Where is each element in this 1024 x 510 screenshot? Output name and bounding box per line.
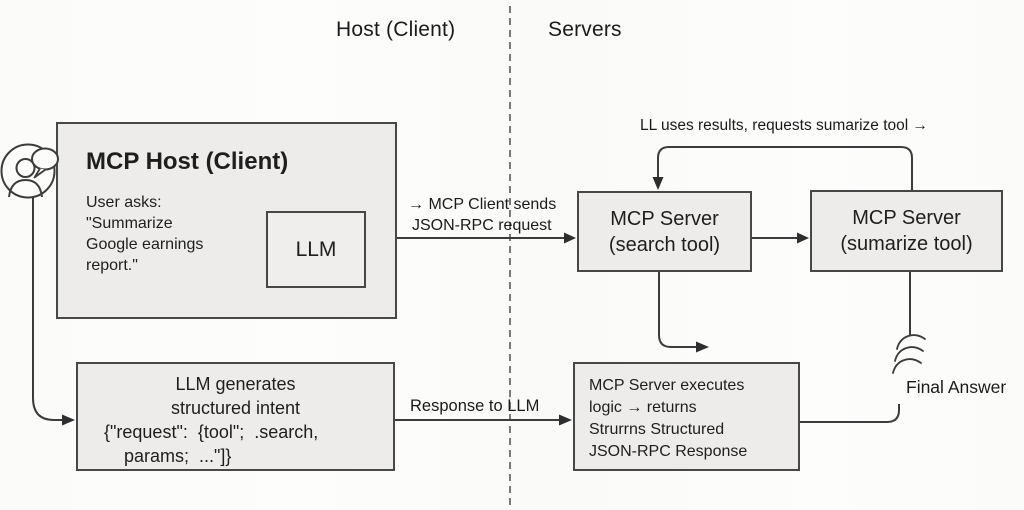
host-body-line-1: User asks:	[86, 194, 162, 211]
uses-results-loop-arrow	[652, 146, 913, 190]
search-server-line-1: MCP Server	[610, 207, 719, 230]
client-sends-label-line-2: JSON-RPC request	[412, 217, 552, 234]
llm-box: LLM	[266, 211, 366, 288]
response-to-llm-label: Response to LLM	[410, 397, 540, 415]
summarize-server-line-1: MCP Server	[852, 207, 961, 229]
search-to-summarize-arrow	[752, 232, 809, 244]
executes-to-final-answer-line	[800, 404, 900, 423]
intent-line-2: structured intent	[170, 398, 301, 418]
executes-line-2: logic → returns	[589, 399, 697, 416]
servers-zone-title: Servers	[548, 18, 622, 41]
executes-line-4: JSON-RPC Response	[589, 443, 748, 460]
uses-results-label: LL uses results, requests sumarize tool …	[640, 117, 929, 134]
client-sends-label: → MCP Client sends JSON-RPC request	[408, 194, 556, 236]
intent-line-4: params; ..."]}	[124, 446, 232, 466]
mcp-host-box-title: MCP Host (Client)	[86, 148, 289, 175]
final-answer-label: Final Answer	[906, 377, 1007, 397]
host-body-line-3: Google earnings	[86, 236, 204, 253]
intent-line-1: LLM generates	[175, 374, 296, 394]
intent-line-3: {"request": {tool"; .search,	[104, 422, 319, 442]
client-sends-label-line-1: → MCP Client sends	[408, 196, 557, 213]
mcp-host-box: MCP Host (Client) User asks: "Summarize …	[56, 122, 397, 319]
signal-squiggle-icon	[892, 334, 926, 374]
mcp-server-summarize-box: MCP Server (sumarize tool)	[810, 190, 1003, 272]
user-icon	[0, 143, 59, 199]
host-body-line-2: "Summarize	[86, 215, 173, 232]
search-result-elbow-arrow	[658, 272, 709, 353]
llm-intent-box: LLM generates structured intent {"reques…	[76, 362, 395, 471]
executes-line-1: MCP Server executes	[589, 377, 745, 394]
response-to-llm-arrow	[395, 414, 572, 426]
executes-box-body: MCP Server executes logic → returns Stru…	[589, 375, 747, 463]
mcp-server-executes-box: MCP Server executes logic → returns Stru…	[573, 362, 800, 471]
host-zone-title: Host (Client)	[336, 18, 456, 41]
executes-line-3: Strurrns Structured	[589, 421, 725, 438]
host-body-line-4: report."	[86, 257, 138, 274]
search-server-line-2: (search tool)	[608, 233, 721, 256]
llm-label: LLM	[295, 237, 337, 261]
summarize-server-line-2: (sumarize tool)	[840, 233, 973, 255]
mcp-server-search-box: MCP Server (search tool)	[577, 191, 752, 272]
mcp-host-box-body: User asks: "Summarize Google earnings re…	[86, 192, 203, 276]
